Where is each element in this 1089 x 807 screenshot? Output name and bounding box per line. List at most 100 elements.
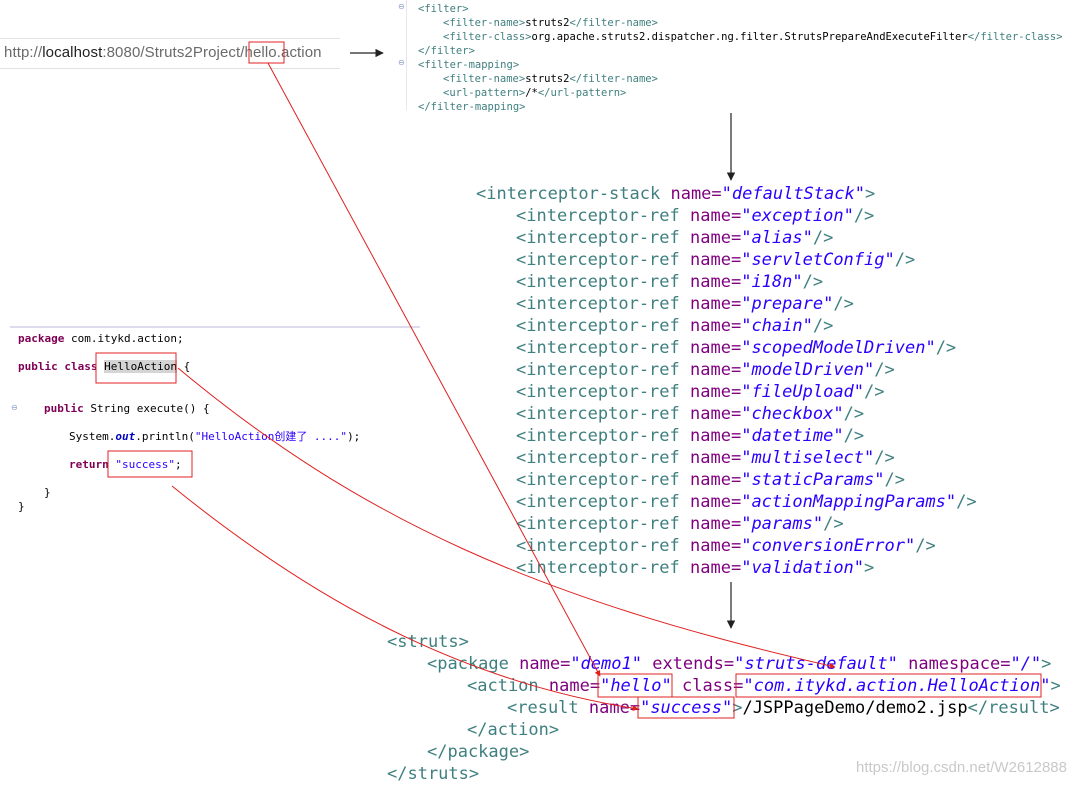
- java-package-kw: package: [18, 332, 65, 345]
- java-top-border: [10, 326, 420, 328]
- interceptor-name: prepare: [751, 294, 824, 314]
- xml-attr: name=: [679, 250, 742, 270]
- xml-attr: name=: [679, 338, 742, 358]
- xml-tag: <interceptor-ref: [516, 294, 680, 314]
- interceptor-name-value: "datetime": [741, 426, 844, 446]
- package-name-value: "demo1": [570, 654, 642, 674]
- xml-tag: />: [812, 228, 834, 248]
- interceptor-name: chain: [751, 316, 803, 336]
- xml-attr: name=: [679, 272, 742, 292]
- xml-tag: <interceptor-ref: [516, 514, 680, 534]
- xml-tag: <filter-class>: [443, 31, 532, 43]
- java-println-arg: "HelloAction创建了 ....": [194, 430, 348, 443]
- webxml-line: </filter-mapping>: [418, 100, 525, 114]
- xml-tag: />: [853, 206, 875, 226]
- xml-tag: <interceptor-ref: [516, 228, 680, 248]
- java-return-kw: return: [69, 458, 109, 471]
- interceptor-name-value: "fileUpload": [741, 382, 865, 402]
- interceptor-name: params: [751, 514, 813, 534]
- xml-tag: <interceptor-ref: [516, 492, 680, 512]
- interceptor-name-value: "modelDriven": [741, 360, 875, 380]
- xml-text: struts2: [525, 17, 570, 29]
- interceptor-ref: <interceptor-ref name="staticParams"/>: [516, 469, 905, 491]
- xml-tag: />: [915, 536, 936, 556]
- xml-tag: />: [956, 492, 977, 512]
- xml-tag: <url-pattern>: [443, 87, 526, 99]
- interceptor-name-value: "checkbox": [741, 404, 844, 424]
- interceptor-name: conversionError: [751, 536, 905, 556]
- java-code: package com.itykd.action; public class H…: [18, 332, 360, 513]
- action-close-tag: </action>: [467, 720, 560, 740]
- interceptor-name-value: "i18n": [741, 272, 803, 292]
- stack-name: defaultStack: [731, 184, 855, 204]
- xml-attr: name=: [679, 206, 742, 226]
- interceptor-name-value: "staticParams": [741, 470, 885, 490]
- webxml-line: <filter-name>struts2</filter-name>: [443, 16, 658, 30]
- xml-tag: >: [864, 558, 875, 578]
- xml-tag: <interceptor-ref: [516, 360, 680, 380]
- xml-tag: />: [843, 426, 865, 446]
- interceptor-name: validation: [751, 558, 854, 578]
- result-close-tag: </result>: [967, 698, 1060, 718]
- action-gt: >: [1050, 676, 1061, 696]
- interceptor-name-value: "prepare": [741, 294, 834, 314]
- java-open-brace: {: [176, 360, 191, 373]
- interceptor-name: multiselect: [751, 448, 865, 468]
- interceptor-name-value: "alias": [741, 228, 813, 248]
- webxml-line: <url-pattern>/*</url-pattern>: [443, 86, 626, 100]
- xml-tag: <interceptor-ref: [516, 316, 680, 336]
- url-prefix: http://: [4, 44, 43, 61]
- interceptor-ref: <interceptor-ref name="validation">: [516, 557, 874, 579]
- interceptor-name: datetime: [751, 426, 834, 446]
- interceptor-ref: <interceptor-ref name="exception"/>: [516, 205, 874, 227]
- url-underline: [0, 38, 340, 39]
- url-suffix: .action: [276, 44, 322, 61]
- action-tag: <action: [467, 676, 539, 696]
- interceptor-ref: <interceptor-ref name="scopedModelDriven…: [516, 337, 956, 359]
- xml-tag: <filter-name>: [443, 17, 526, 29]
- xml-attr: name=: [679, 558, 742, 578]
- interceptor-ref: <interceptor-ref name="conversionError"/…: [516, 535, 936, 557]
- url-underline-2: [0, 68, 340, 69]
- package-tag: <package: [427, 654, 509, 674]
- struts-close-tag: </struts>: [387, 764, 480, 784]
- interceptor-ref: <interceptor-ref name="actionMappingPara…: [516, 491, 977, 513]
- xml-text: /*: [525, 87, 538, 99]
- webxml-line: <filter>: [418, 2, 469, 16]
- xml-attr: name=: [679, 536, 742, 556]
- xml-tag: />: [884, 470, 905, 490]
- action-name-value: "hello": [600, 676, 672, 696]
- xml-tag: />: [864, 382, 885, 402]
- xml-tag: </filter-name>: [569, 17, 658, 29]
- xml-text: struts2: [525, 73, 570, 85]
- xml-tag: />: [874, 448, 895, 468]
- interceptor-ref: <interceptor-ref name="datetime"/>: [516, 425, 864, 447]
- interceptor-ref: <interceptor-ref name="params"/>: [516, 513, 844, 535]
- result-name-value: "success": [640, 698, 733, 718]
- xml-tag: </filter-name>: [569, 73, 658, 85]
- xml-attr: name=: [679, 228, 742, 248]
- xml-tag: <interceptor-ref: [516, 558, 680, 578]
- xml-text: org.apache.struts2.dispatcher.ng.filter.…: [531, 31, 968, 43]
- url-host: localhost: [42, 44, 103, 61]
- package-name-attr: name=: [508, 654, 571, 674]
- xml-attr: name=: [660, 184, 722, 204]
- xml-attr: name=: [679, 382, 742, 402]
- xml-tag: />: [935, 338, 957, 358]
- xml-tag: <interceptor-ref: [516, 426, 680, 446]
- package-gt: >: [1041, 654, 1052, 674]
- interceptor-name-value: "actionMappingParams": [741, 492, 957, 512]
- interceptor-name: scopedModelDriven: [751, 338, 926, 358]
- interceptor-ref: <interceptor-ref name="multiselect"/>: [516, 447, 895, 469]
- java-method-signature: String execute() {: [83, 402, 210, 415]
- result-path: /JSPPageDemo/demo2.jsp: [742, 698, 968, 718]
- interceptor-name: fileUpload: [751, 382, 854, 402]
- xml-tag: />: [823, 514, 844, 534]
- interceptor-name: actionMappingParams: [751, 492, 946, 512]
- xml-attr: name=: [679, 360, 742, 380]
- xml-attr: name=: [679, 448, 742, 468]
- interceptor-name-value: "params": [741, 514, 824, 534]
- interceptor-ref: <interceptor-ref name="alias"/>: [516, 227, 833, 249]
- interceptor-name-value: "multiselect": [741, 448, 875, 468]
- java-return-value: "success": [115, 458, 175, 471]
